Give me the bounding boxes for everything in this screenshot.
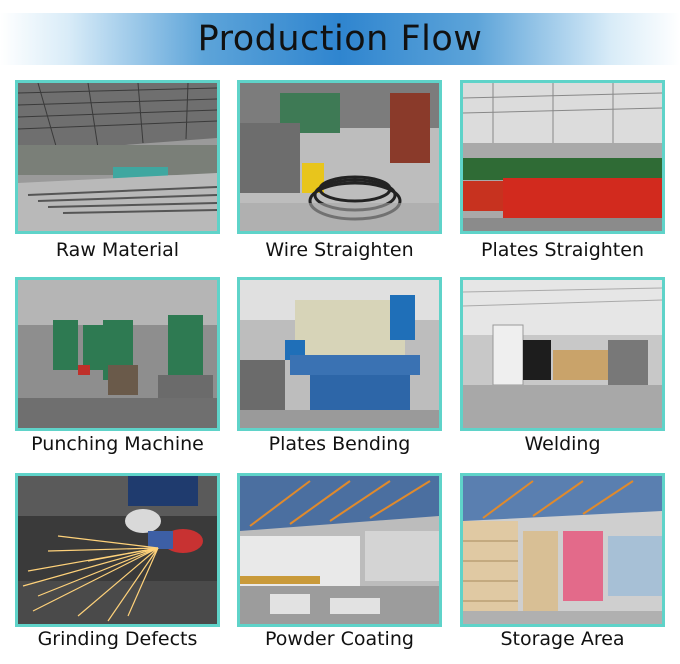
step-wire-straighten: Wire Straighten [237,80,442,261]
photo-plates-bending [237,277,442,431]
page-title: Production Flow [197,19,483,59]
step-raw-material: Raw Material [15,80,220,261]
photo-storage-area [460,473,665,627]
step-storage-area: Storage Area [460,473,665,650]
caption-plates-straighten: Plates Straighten [481,239,644,261]
photo-plates-straighten [460,80,665,234]
caption-storage-area: Storage Area [500,628,625,650]
photo-punching-machine [15,277,220,431]
step-punching-machine: Punching Machine [15,277,220,455]
caption-welding: Welding [524,433,601,455]
step-grinding-defects: Grinding Defects [15,473,220,650]
caption-raw-material: Raw Material [55,239,180,261]
photo-powder-coating [237,473,442,627]
step-plates-straighten: Plates Straighten [460,80,665,261]
photo-welding [460,277,665,431]
caption-powder-coating: Powder Coating [265,628,414,650]
caption-punching-machine: Punching Machine [31,433,204,455]
photo-wire-straighten [237,80,442,234]
photo-grinding-defects [15,473,220,627]
step-plates-bending: Plates Bending [237,277,442,455]
photo-raw-material [15,80,220,234]
caption-grinding-defects: Grinding Defects [37,628,198,650]
caption-plates-bending: Plates Bending [268,433,411,455]
step-powder-coating: Powder Coating [237,473,442,650]
caption-wire-straighten: Wire Straighten [265,239,414,261]
title-banner: Production Flow [0,13,680,65]
step-welding: Welding [460,277,665,455]
